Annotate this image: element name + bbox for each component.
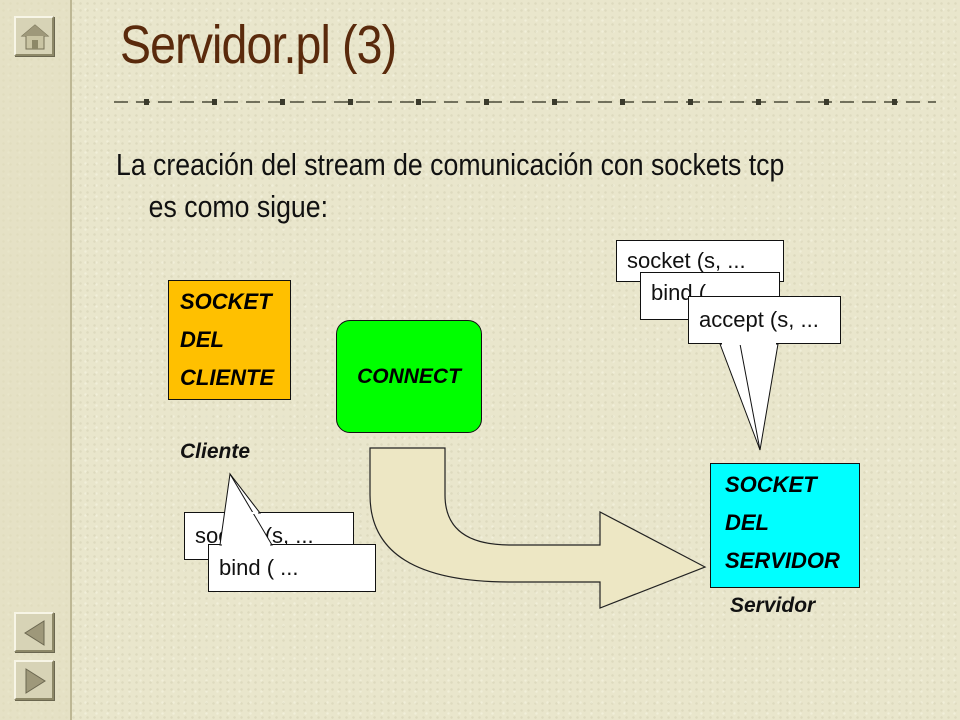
socket-cliente-line1: SOCKET <box>180 289 272 314</box>
back-icon <box>24 620 45 646</box>
servidor-caption: Servidor <box>730 594 816 617</box>
client-callout-pointers <box>219 472 273 546</box>
divider-dot <box>688 99 693 105</box>
divider-dot <box>756 99 761 105</box>
connect-box: CONNECT <box>336 320 482 433</box>
connect-arrow <box>369 447 707 609</box>
cliente-caption: Cliente <box>180 440 251 463</box>
socket-servidor-box: SOCKET DEL SERVIDOR <box>710 463 860 588</box>
socket-servidor-line2: DEL <box>725 510 769 535</box>
divider-dot <box>144 99 149 105</box>
socket-servidor-line3: SERVIDOR <box>725 548 840 573</box>
divider-dot <box>484 99 489 105</box>
slide-title: Servidor.pl (3) <box>120 15 397 75</box>
socket-cliente-line3: CLIENTE <box>180 365 275 390</box>
client-callout-bind: bind ( ... <box>208 544 376 592</box>
back-button[interactable] <box>14 612 54 652</box>
divider-dot <box>892 99 897 105</box>
server-callout-accept: accept (s, ... <box>688 296 841 344</box>
body-line-2: es como sigue: <box>148 189 328 224</box>
divider-dot <box>348 99 353 105</box>
divider-dot <box>620 99 625 105</box>
title-divider <box>114 99 936 105</box>
nav-strip <box>0 0 72 720</box>
server-callout-pointers <box>719 343 779 451</box>
divider-dot <box>416 99 421 105</box>
forward-button[interactable] <box>14 660 54 700</box>
socket-cliente-box: SOCKET DEL CLIENTE <box>168 280 291 400</box>
socket-servidor-line1: SOCKET <box>725 472 817 497</box>
home-icon <box>20 24 50 50</box>
slide-body: La creación del stream de comunicación c… <box>116 144 838 228</box>
socket-cliente-line2: DEL <box>180 327 224 352</box>
home-button[interactable] <box>14 16 54 56</box>
divider-dot <box>280 99 285 105</box>
forward-icon <box>25 668 46 694</box>
divider-dot <box>212 99 217 105</box>
divider-dot <box>824 99 829 105</box>
body-line-1: La creación del stream de comunicación c… <box>116 147 785 182</box>
divider-dot <box>552 99 557 105</box>
